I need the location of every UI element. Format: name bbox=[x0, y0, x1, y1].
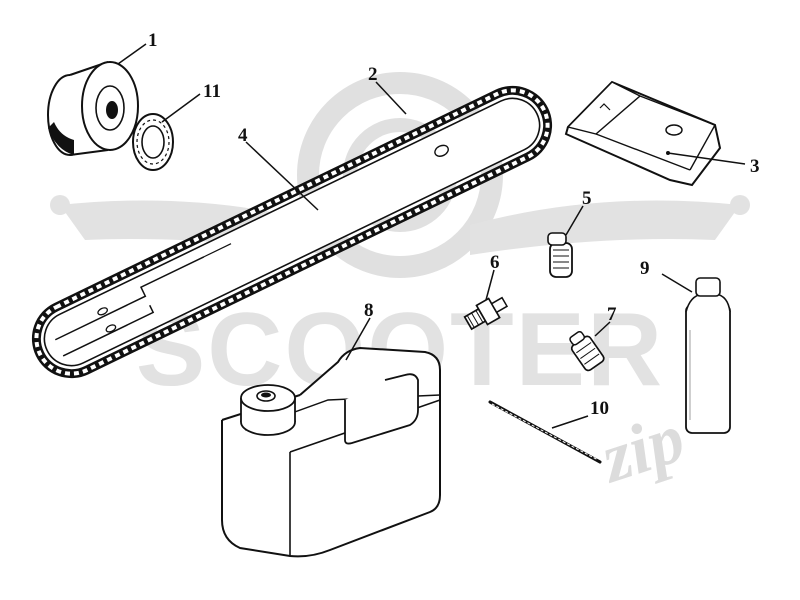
grease-fitting-drawing bbox=[463, 296, 509, 331]
leader-line-2 bbox=[375, 81, 407, 115]
clutch-drum-drawing bbox=[47, 61, 139, 156]
callout-8: 8 bbox=[364, 300, 374, 321]
air-filter-drawing bbox=[547, 232, 573, 278]
callout-1: 1 bbox=[148, 30, 158, 51]
file-tool-drawing bbox=[488, 400, 602, 464]
rim-sprocket-drawing bbox=[132, 113, 174, 171]
leader-line-1 bbox=[117, 43, 147, 65]
leader-line-11 bbox=[161, 93, 201, 123]
callout-9: 9 bbox=[640, 258, 650, 279]
guide-bar-group bbox=[31, 85, 553, 379]
saw-chain-drawing bbox=[31, 85, 553, 379]
leader-line-10 bbox=[551, 415, 589, 429]
filing-guide-block-drawing bbox=[564, 80, 722, 187]
leader-line-6 bbox=[485, 269, 495, 301]
leader-line-4 bbox=[245, 141, 319, 211]
leader-line-3 bbox=[667, 152, 746, 165]
guide-bar-drawing bbox=[54, 144, 449, 357]
callout-11: 11 bbox=[203, 81, 221, 102]
fuel-canister-cap bbox=[240, 384, 296, 436]
oil-bottle-drawing bbox=[685, 277, 731, 434]
callout-3: 3 bbox=[750, 156, 760, 177]
callout-7: 7 bbox=[607, 304, 617, 325]
callout-6: 6 bbox=[490, 252, 500, 273]
leader-line-5 bbox=[565, 205, 584, 236]
fuel-mixing-canister-drawing bbox=[221, 346, 441, 558]
leader-line-9 bbox=[661, 273, 693, 293]
oil-filter-drawing bbox=[569, 330, 605, 372]
callout-2: 2 bbox=[368, 64, 378, 85]
leader-line-7 bbox=[594, 321, 611, 337]
callout-5: 5 bbox=[582, 188, 592, 209]
callout-10: 10 bbox=[590, 398, 609, 419]
callout-4: 4 bbox=[238, 125, 248, 146]
air-filter-mesh bbox=[553, 249, 569, 269]
leader-lines bbox=[117, 43, 746, 429]
leader-line-8 bbox=[345, 317, 371, 361]
callouts: 1 2 3 4 5 6 7 8 9 10 11 bbox=[148, 30, 760, 419]
